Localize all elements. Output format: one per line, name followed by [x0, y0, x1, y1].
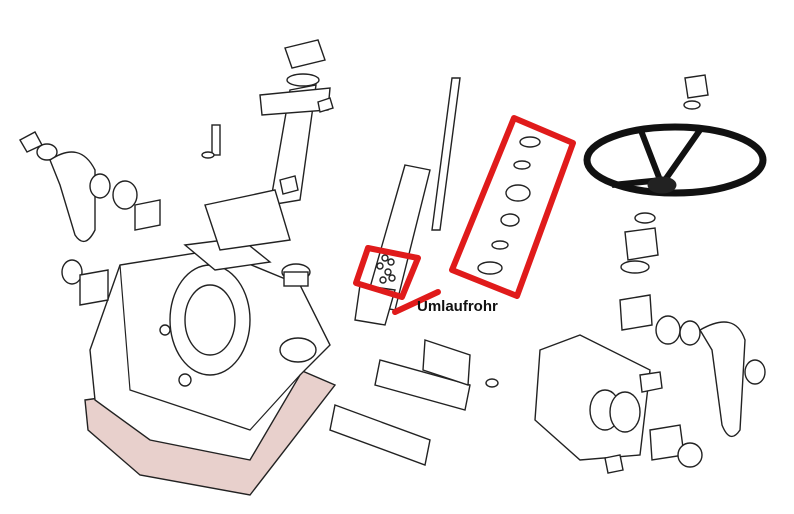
label-pointer-line — [392, 289, 441, 315]
worm-shaft — [354, 77, 461, 326]
steering-column-tube — [204, 39, 331, 251]
steering-housing — [89, 249, 331, 461]
side-cover — [534, 294, 766, 474]
steering-wheel — [583, 74, 767, 274]
recirculating-balls — [376, 254, 396, 284]
umlaufrohr-label: Umlaufrohr — [417, 298, 498, 315]
bearings-highlight-box — [449, 115, 576, 299]
sector-shafts — [329, 339, 499, 466]
bolts — [201, 97, 334, 287]
bearing-parts — [477, 136, 541, 275]
left-pitman-arm — [19, 131, 161, 306]
balls-highlight-box — [353, 245, 421, 300]
